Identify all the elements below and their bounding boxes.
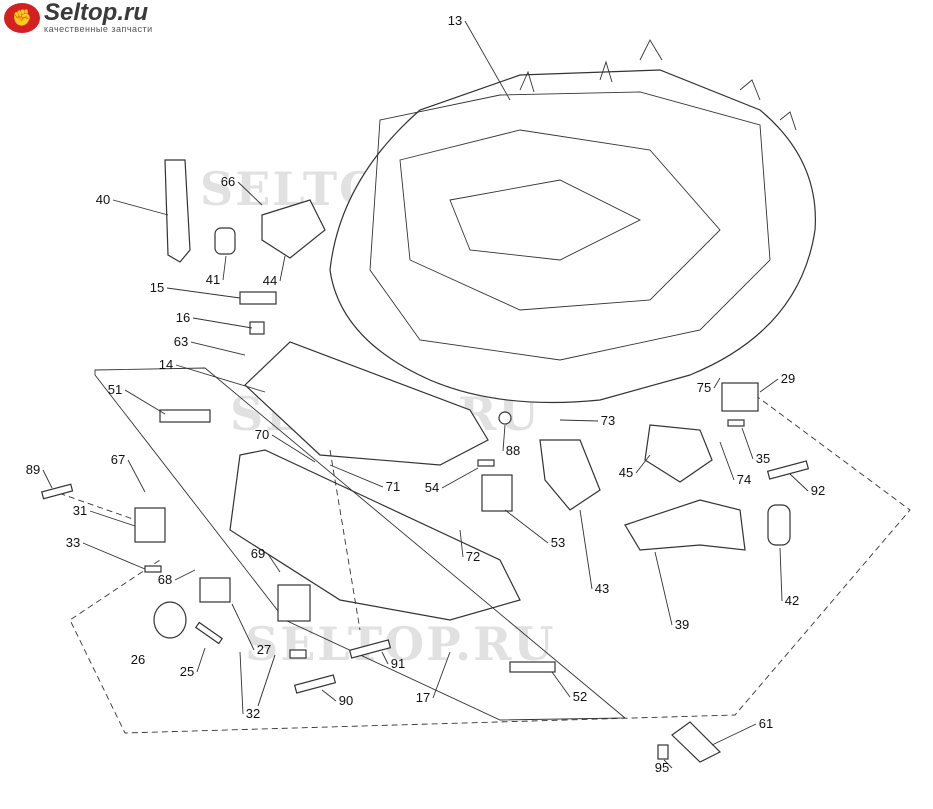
leader-line <box>459 529 464 558</box>
part-label-44: 44 <box>263 273 277 288</box>
leader-line <box>579 509 593 590</box>
part-label-70: 70 <box>255 427 269 442</box>
leader-line <box>713 377 721 389</box>
part-label-33: 33 <box>66 535 80 550</box>
leader-line <box>175 364 266 393</box>
part-label-88: 88 <box>506 443 520 458</box>
leader-line <box>381 651 389 665</box>
part-label-52: 52 <box>573 689 587 704</box>
base-plate-17 <box>229 449 521 621</box>
leader-line <box>257 654 276 707</box>
leader-line <box>504 509 549 544</box>
part-label-31: 31 <box>73 503 87 518</box>
leader-line <box>190 341 246 356</box>
leader-line <box>231 603 255 651</box>
part-label-32: 32 <box>246 706 260 721</box>
part-label-39: 39 <box>675 617 689 632</box>
part-label-95: 95 <box>655 760 669 775</box>
part-label-66: 66 <box>221 174 235 189</box>
part-label-45: 45 <box>619 465 633 480</box>
leader-line <box>124 389 166 415</box>
leader-line <box>42 469 53 489</box>
housing-13 <box>329 39 816 404</box>
part-label-71: 71 <box>386 479 400 494</box>
leader-line <box>82 542 146 570</box>
leader-line <box>719 441 735 481</box>
part-label-92: 92 <box>811 483 825 498</box>
leader-line <box>222 255 227 281</box>
leader-line <box>321 689 337 702</box>
part-label-73: 73 <box>601 413 615 428</box>
part-label-15: 15 <box>150 280 164 295</box>
pcb-14 <box>244 341 489 466</box>
leader-line <box>789 473 809 492</box>
part-label-13: 13 <box>448 13 462 28</box>
part-label-17: 17 <box>416 690 430 705</box>
leader-line <box>559 419 599 422</box>
part-label-53: 53 <box>551 535 565 550</box>
part-label-26: 26 <box>131 652 145 667</box>
leader-line <box>267 553 281 573</box>
part-label-91: 91 <box>391 656 405 671</box>
leader-line <box>237 181 263 206</box>
leader-line <box>741 427 754 460</box>
leader-line <box>711 723 757 746</box>
leader-line <box>174 569 196 581</box>
part-label-54: 54 <box>425 480 439 495</box>
leader-line <box>166 287 241 299</box>
fist-wrench-icon: ✊ <box>4 3 40 33</box>
leader-line <box>464 20 511 101</box>
leader-line <box>196 647 206 673</box>
leader-line <box>779 547 783 602</box>
logo[interactable]: ✊ Seltop.ru качественные запчасти <box>4 0 153 34</box>
leader-line <box>441 467 479 489</box>
leader-line <box>759 378 779 393</box>
leader-line <box>89 510 136 527</box>
part-label-16: 16 <box>176 310 190 325</box>
part-label-74: 74 <box>737 472 751 487</box>
leader-line <box>635 454 651 474</box>
part-label-27: 27 <box>257 642 271 657</box>
part-label-63: 63 <box>174 334 188 349</box>
logo-tagline: качественные запчасти <box>44 24 153 34</box>
part-label-89: 89 <box>26 462 40 477</box>
small-parts <box>40 159 810 763</box>
leader-lines <box>42 20 809 769</box>
part-label-41: 41 <box>206 272 220 287</box>
part-label-42: 42 <box>785 593 799 608</box>
leader-line <box>239 651 244 715</box>
leader-line <box>329 464 384 488</box>
leader-line <box>432 651 451 699</box>
leader-line <box>192 317 253 329</box>
part-label-29: 29 <box>781 371 795 386</box>
part-label-51: 51 <box>108 382 122 397</box>
leader-line <box>502 424 506 452</box>
leader-line <box>127 459 146 493</box>
leader-line <box>271 434 316 463</box>
part-label-25: 25 <box>180 664 194 679</box>
part-label-90: 90 <box>339 693 353 708</box>
part-label-68: 68 <box>158 572 172 587</box>
part-label-14: 14 <box>159 357 173 372</box>
part-label-72: 72 <box>466 549 480 564</box>
leader-line <box>112 199 169 216</box>
leader-line <box>551 671 571 698</box>
leader-line <box>279 255 286 282</box>
logo-name: Seltop.ru <box>44 0 149 26</box>
leader-line <box>654 551 673 626</box>
part-label-43: 43 <box>595 581 609 596</box>
leader-line <box>663 759 673 769</box>
part-label-69: 69 <box>251 546 265 561</box>
part-label-67: 67 <box>111 452 125 467</box>
part-label-61: 61 <box>759 716 773 731</box>
part-label-35: 35 <box>756 451 770 466</box>
part-label-75: 75 <box>697 380 711 395</box>
part-label-40: 40 <box>96 192 110 207</box>
watermark: SELTOP.RU <box>245 617 556 671</box>
